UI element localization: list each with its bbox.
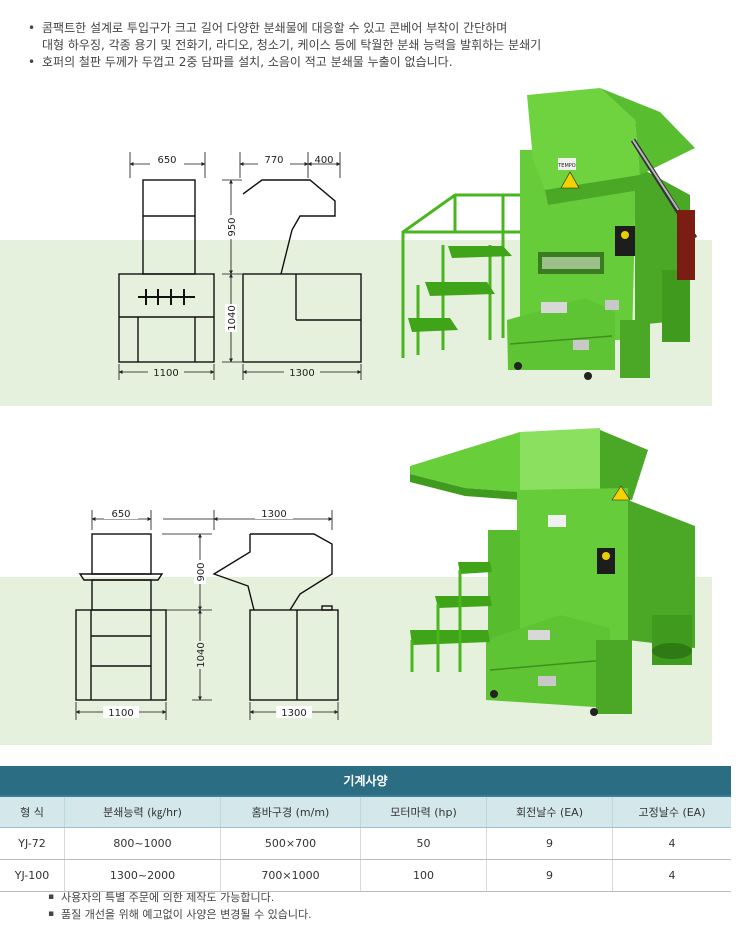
dim-1-side-a: 770 bbox=[264, 155, 283, 166]
col-capacity: 분쇄능력 (㎏/hr) bbox=[64, 795, 221, 828]
table-row: YJ-100 1300~2000 700×1000 100 9 4 bbox=[0, 859, 731, 892]
dim-1-side-b: 400 bbox=[314, 155, 333, 166]
dim-1-height-top: 950 bbox=[227, 217, 238, 236]
dimension-drawing-2 bbox=[75, 510, 339, 720]
dimension-labels-1: 650 770 400 950 1040 1100 1300 bbox=[148, 154, 334, 379]
cell-rotating-blades: 9 bbox=[486, 827, 613, 860]
cell-capacity: 1300~2000 bbox=[64, 859, 221, 892]
machine-label-1: TEMPO bbox=[557, 163, 576, 169]
spec-table-header-row: 형 식 분쇄능력 (㎏/hr) 홈바구경 (m/m) 모터마력 (hp) 회전날… bbox=[0, 795, 731, 828]
dim-1-width-bottom: 1100 bbox=[153, 368, 178, 379]
spec-table-caption: 기계사양 bbox=[0, 766, 731, 797]
intro-bullet-1-cont: 대형 하우징, 각종 용기 및 전화기, 라디오, 청소기, 케이스 등에 탁월… bbox=[42, 38, 542, 52]
cell-motor: 100 bbox=[360, 859, 487, 892]
dimension-drawing-1 bbox=[118, 152, 362, 380]
cell-model: YJ-100 bbox=[0, 859, 65, 892]
dim-2-depth-top: 1300 bbox=[261, 509, 286, 520]
dim-2-width-top: 650 bbox=[111, 509, 130, 520]
machine-spec-table: 기계사양 형 식 분쇄능력 (㎏/hr) 홈바구경 (m/m) 모터마력 (hp… bbox=[0, 766, 731, 892]
dim-2-depth-bottom: 1300 bbox=[281, 708, 306, 719]
cell-rotating-blades: 9 bbox=[486, 859, 613, 892]
col-rotating-blades: 회전날수 (EA) bbox=[486, 795, 613, 828]
note-item: 사용자의 특별 주문에 의한 제작도 가능합니다. bbox=[48, 889, 312, 906]
intro-bullet-2: 호퍼의 철판 두께가 두껍고 2중 담파를 설치, 소음이 적고 분쇄물 누출이… bbox=[28, 54, 728, 71]
dim-1-width-top: 650 bbox=[157, 155, 176, 166]
dim-2-height-top: 900 bbox=[196, 562, 207, 581]
spec-notes: 사용자의 특별 주문에 의한 제작도 가능합니다. 품질 개선을 위해 예고없이… bbox=[48, 889, 312, 923]
dim-1-depth-bottom: 1300 bbox=[289, 368, 314, 379]
drawings-layer: 650 770 400 950 1040 1100 1300 bbox=[75, 88, 698, 720]
cell-capacity: 800~1000 bbox=[64, 827, 221, 860]
cell-fixed-blades: 4 bbox=[612, 827, 731, 860]
cell-hole-size: 500×700 bbox=[220, 827, 361, 860]
crusher-machine-photo-2 bbox=[410, 428, 695, 716]
cell-model: YJ-72 bbox=[0, 827, 65, 860]
crusher-machine-photo-1 bbox=[401, 88, 698, 380]
note-item: 품질 개선을 위해 예고없이 사양은 변경될 수 있습니다. bbox=[48, 906, 312, 923]
col-fixed-blades: 고정날수 (EA) bbox=[612, 795, 731, 828]
dim-2-width-bottom: 1100 bbox=[108, 708, 133, 719]
col-hole-size: 홈바구경 (m/m) bbox=[220, 795, 361, 828]
dim-2-height-bottom: 1040 bbox=[196, 642, 207, 667]
intro-bullet-1: 콤팩트한 설계로 투입구가 크고 길어 다양한 분쇄물에 대응할 수 있고 콘베… bbox=[28, 20, 728, 37]
col-motor: 모터마력 (hp) bbox=[360, 795, 487, 828]
intro-text: 콤팩트한 설계로 투입구가 크고 길어 다양한 분쇄물에 대응할 수 있고 콘베… bbox=[28, 20, 728, 71]
cell-hole-size: 700×1000 bbox=[220, 859, 361, 892]
col-model: 형 식 bbox=[0, 795, 65, 828]
cell-motor: 50 bbox=[360, 827, 487, 860]
dimension-labels-2: 650 1300 900 1040 1100 1300 bbox=[103, 507, 312, 719]
dim-1-height-bottom: 1040 bbox=[227, 305, 238, 330]
table-row: YJ-72 800~1000 500×700 50 9 4 bbox=[0, 827, 731, 860]
cell-fixed-blades: 4 bbox=[612, 859, 731, 892]
